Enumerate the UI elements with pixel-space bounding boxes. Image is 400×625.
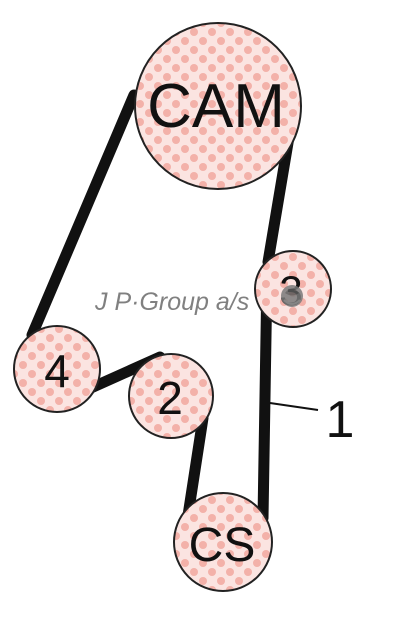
pulley-cam-label: CAM [147, 72, 285, 141]
pulley-idler-4-label: 4 [44, 345, 70, 397]
pulley-cam: CAM [134, 22, 302, 190]
pulley-idler-2-label: 2 [157, 372, 183, 424]
watermark-text: J P·Group a/s [94, 288, 249, 316]
logo-icon [281, 285, 303, 307]
pulley-idler-2: 2 [128, 353, 214, 439]
pulley-idler-4: 4 [13, 325, 101, 413]
belt-segment-2-to-crank [181, 412, 209, 528]
belt-callout-leader [269, 402, 319, 411]
belt-segment-cam-to-4 [26, 89, 140, 341]
watermark: J P·Group a/s [94, 285, 303, 316]
pulley-crank: CS [173, 492, 273, 592]
belt-callout-label: 1 [326, 391, 355, 449]
pulley-crank-label: CS [189, 519, 256, 572]
